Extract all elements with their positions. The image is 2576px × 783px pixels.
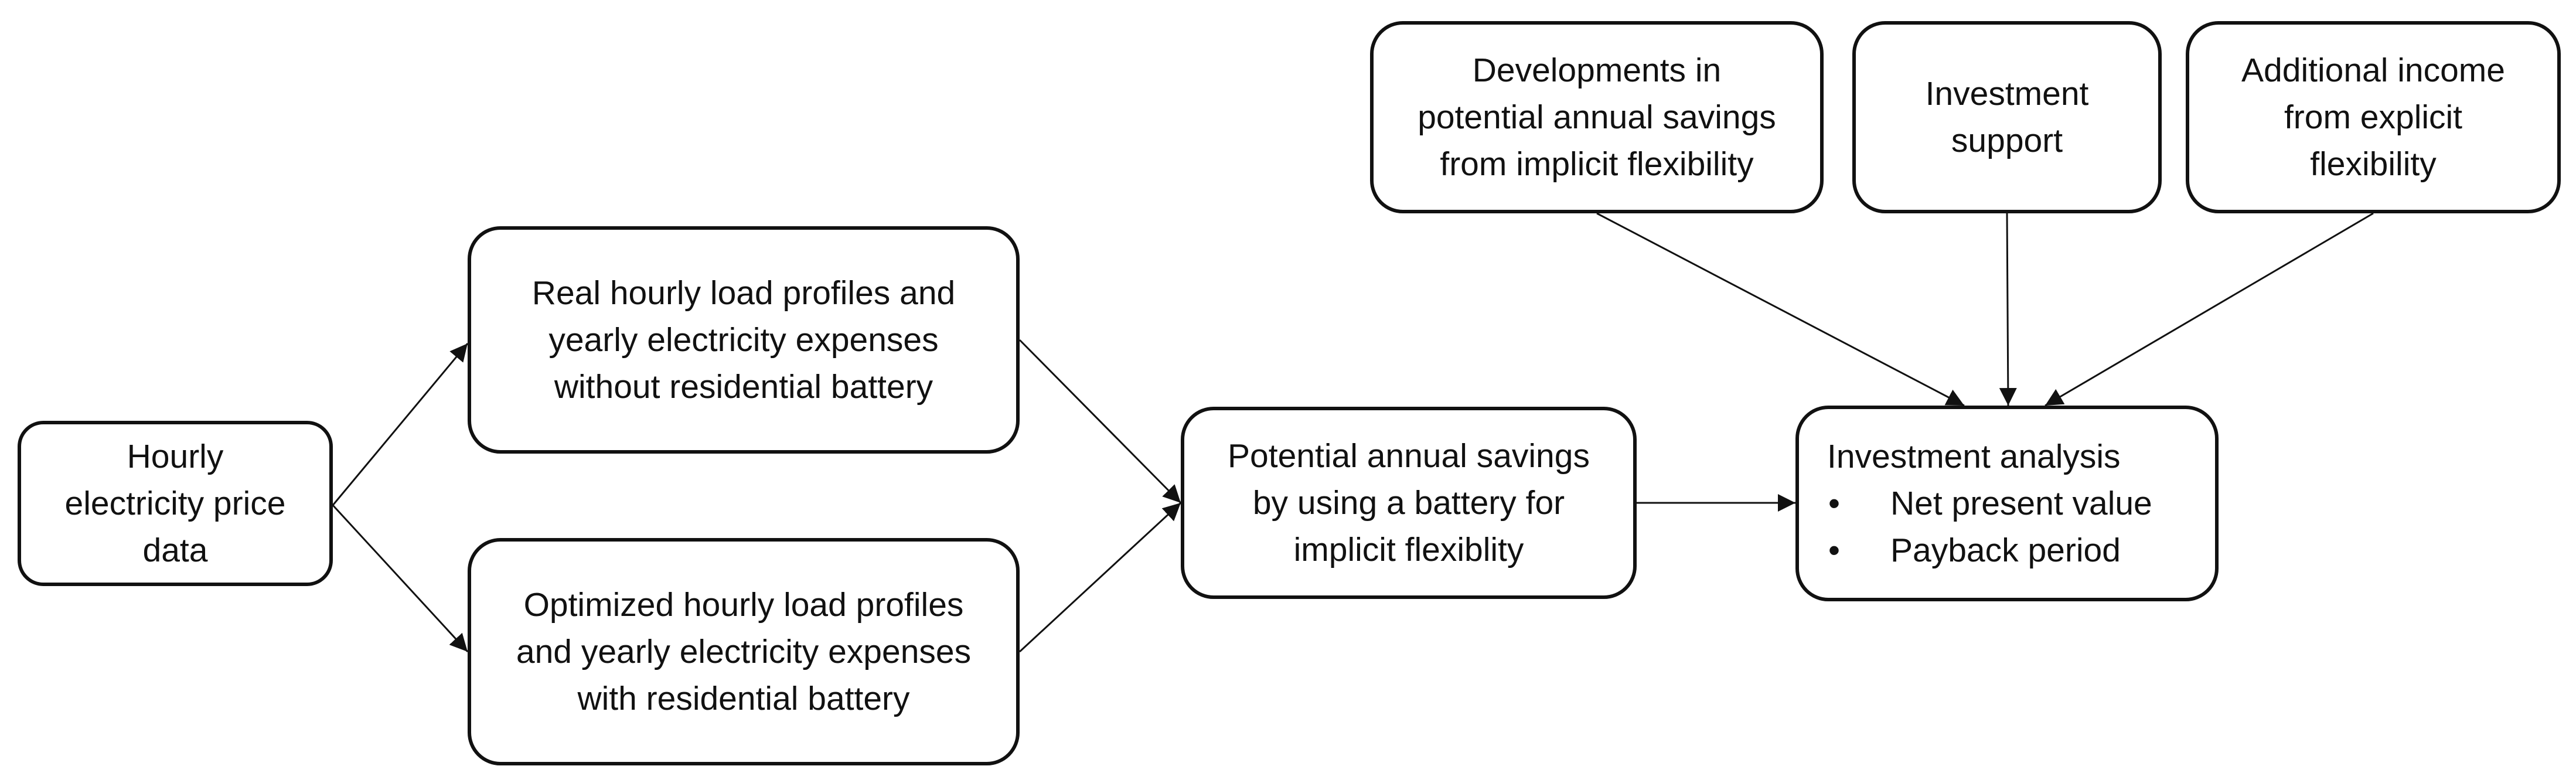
arrow-income-to-investment [2045,212,2374,407]
savings-developments-label: Developments in potential annual savings… [1418,52,1776,183]
investment-analysis-title: Investment analysis [1827,438,2121,475]
arrow-developments-to-investment [1596,212,1965,407]
potential-savings-node: Potential annual savings by using a batt… [1181,407,1637,599]
explicit-flexibility-income-node: Additional income from explicit flexibil… [2186,21,2561,213]
investment-support-node: Investment support [1852,21,2162,213]
real-load-profiles-label: Real hourly load profiles and yearly ele… [531,274,956,406]
arrow-optimized-to-savings [1018,502,1182,653]
investment-analysis-list: Net present value Payback period [1827,480,2152,574]
optimized-load-profiles-node: Optimized hourly load profiles and yearl… [468,538,1020,765]
optimized-load-profiles-label: Optimized hourly load profiles and yearl… [516,586,972,717]
savings-developments-node: Developments in potential annual savings… [1370,21,1824,213]
investment-analysis-node: Investment analysis Net present value Pa… [1795,406,2219,601]
explicit-flexibility-income-label: Additional income from explicit flexibil… [2241,52,2505,183]
arrow-real-to-savings [1018,339,1182,504]
arrow-price-to-optimized [332,504,469,653]
real-load-profiles-node: Real hourly load profiles and yearly ele… [468,226,1020,454]
arrow-price-to-real [332,343,469,506]
investment-analysis-bullet: Payback period [1827,527,2152,574]
hourly-price-data-node: Hourly electricity price data [18,421,333,586]
arrow-support-to-investment [1999,213,2017,406]
investment-analysis-bullet: Net present value [1827,480,2152,527]
potential-savings-label: Potential annual savings by using a batt… [1228,437,1590,568]
hourly-price-data-label: Hourly electricity price data [64,438,286,569]
investment-support-label: Investment support [1925,75,2089,159]
